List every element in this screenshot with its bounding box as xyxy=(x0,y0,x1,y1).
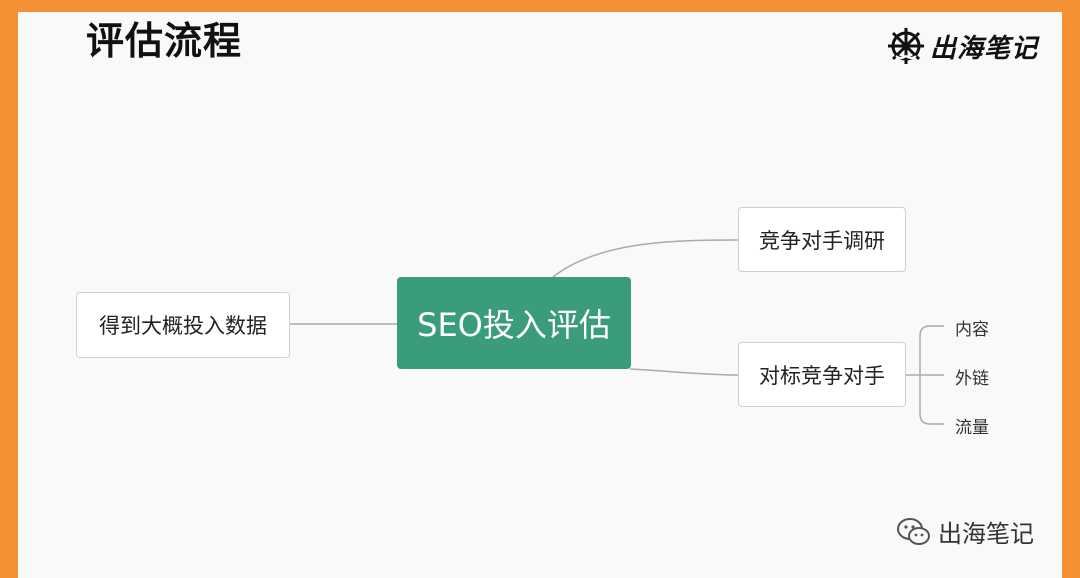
node-right-top: 竞争对手调研 xyxy=(738,207,906,272)
slide-title: 评估流程 xyxy=(86,19,243,63)
wechat-watermark: 出海笔记 xyxy=(896,514,1034,549)
node-right-bottom: 对标竞争对手 xyxy=(738,342,906,407)
leaf-backlinks: 外链 xyxy=(955,369,989,389)
node-left: 得到大概投入数据 xyxy=(76,292,290,358)
anchor-wheel-icon xyxy=(888,28,924,64)
connector-right-bottom xyxy=(629,368,739,376)
connector-leaf-1 xyxy=(919,325,944,375)
brand-logo-text: 出海笔记 xyxy=(930,33,1039,64)
connector-right-top xyxy=(552,239,739,278)
connector-leaf-3 xyxy=(919,375,944,425)
wechat-icon xyxy=(897,517,930,545)
node-central: SEO投入评估 xyxy=(397,277,631,369)
brand-logo: 出海笔记 xyxy=(886,26,1038,66)
leaf-content: 内容 xyxy=(955,320,989,340)
watermark-text: 出海笔记 xyxy=(938,520,1034,548)
leaf-traffic: 流量 xyxy=(955,418,989,438)
